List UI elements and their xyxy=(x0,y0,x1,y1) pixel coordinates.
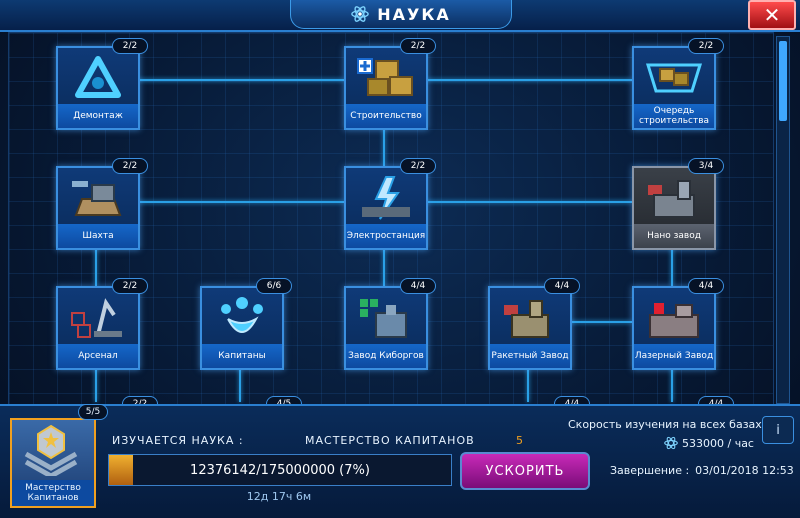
tech-node-dismantle[interactable]: Демонтаж 2/2 xyxy=(56,38,148,130)
connector-line xyxy=(424,201,632,203)
tech-node-arsenal[interactable]: Арсенал 2/2 xyxy=(56,278,148,370)
node-level-badge: 4/4 xyxy=(400,278,436,294)
title-bar: НАУКА ✕ xyxy=(0,0,800,32)
scroll-thumb[interactable] xyxy=(779,41,787,121)
science-name: МАСТЕРСТВО КАПИТАНОВ xyxy=(305,434,475,447)
info-button[interactable]: i xyxy=(762,416,794,444)
speed-label: Скорость изучения на всех базах xyxy=(568,418,762,431)
node-label: Строительство xyxy=(346,104,426,128)
page-title: НАУКА xyxy=(377,4,451,24)
node-label: Ракетный Завод xyxy=(490,344,570,368)
tech-node-build-queue[interactable]: Очередь строительства 2/2 xyxy=(632,38,724,130)
node-label: Капитаны xyxy=(202,344,282,368)
node-level-badge: 2/2 xyxy=(400,38,436,54)
current-science-icon[interactable]: Мастерство Капитанов xyxy=(10,418,96,508)
current-science-label: Мастерство Капитанов xyxy=(12,480,94,506)
connector-line xyxy=(136,79,344,81)
node-level-badge: 4/4 xyxy=(544,278,580,294)
captains-icon xyxy=(208,292,276,344)
info-icon: i xyxy=(776,422,780,438)
node-label: Арсенал xyxy=(58,344,138,368)
arsenal-icon xyxy=(64,292,132,344)
node-level-badge: 2/2 xyxy=(688,38,724,54)
node-level-badge: 2/2 xyxy=(112,278,148,294)
recycle-icon xyxy=(64,52,132,104)
connector-line xyxy=(671,246,673,286)
cyborg-factory-icon xyxy=(352,292,420,344)
node-label: Шахта xyxy=(58,224,138,248)
rank-chevron-icon xyxy=(24,424,78,479)
connector-line xyxy=(383,126,385,166)
speed-value-row: 533000 / час xyxy=(664,436,754,450)
research-progress-bar: 12376142/175000000 (7%) xyxy=(108,454,452,486)
title-plate: НАУКА xyxy=(290,0,512,29)
progress-fill xyxy=(109,455,133,485)
node-label: Нано завод xyxy=(634,224,714,248)
node-label: Электростанция xyxy=(346,224,426,248)
connector-line xyxy=(424,79,632,81)
nano-factory-icon xyxy=(640,172,708,224)
time-remaining: 12д 17ч 6м xyxy=(246,490,312,503)
node-label: Завод Киборгов xyxy=(346,344,426,368)
atom-icon xyxy=(351,6,369,22)
node-level-badge: 2/2 xyxy=(400,158,436,174)
laser-factory-icon xyxy=(640,292,708,344)
connector-line xyxy=(95,246,97,286)
node-level-badge: 2/2 xyxy=(112,158,148,174)
node-level-badge: 6/6 xyxy=(256,278,292,294)
progress-text: 12376142/175000000 (7%) xyxy=(190,462,370,478)
node-label: Лазерный Завод xyxy=(634,344,714,368)
node-level-badge: 2/2 xyxy=(112,38,148,54)
science-level: 5 xyxy=(516,434,523,447)
finish-label: Завершение : xyxy=(610,464,690,477)
tech-node-nano-factory[interactable]: Нано завод 3/4 xyxy=(632,158,724,250)
connector-line xyxy=(671,366,673,402)
tree-scrollbar[interactable] xyxy=(776,36,790,404)
connector-line xyxy=(239,366,241,402)
connector-line xyxy=(136,201,344,203)
tech-node-mine[interactable]: Шахта 2/2 xyxy=(56,158,148,250)
close-icon: ✕ xyxy=(763,3,781,27)
node-level-badge: 3/4 xyxy=(688,158,724,174)
node-level-badge: 4/4 xyxy=(688,278,724,294)
construction-crates-icon xyxy=(352,52,420,104)
speed-value: 533000 / час xyxy=(682,436,754,450)
build-queue-icon xyxy=(640,52,708,104)
mine-icon xyxy=(64,172,132,224)
finish-value: 03/01/2018 12:53 xyxy=(695,464,794,477)
connector-line xyxy=(95,366,97,402)
node-label: Очередь строительства xyxy=(634,104,714,128)
connector-line xyxy=(383,246,385,286)
research-panel: Мастерство Капитанов 5/5 ИЗУЧАЕТСЯ НАУКА… xyxy=(0,404,800,518)
current-level-badge: 5/5 xyxy=(78,404,108,420)
close-button[interactable]: ✕ xyxy=(748,0,796,30)
connector-line xyxy=(527,366,529,402)
rocket-factory-icon xyxy=(496,292,564,344)
tech-node-rocket-factory[interactable]: Ракетный Завод 4/4 xyxy=(488,278,580,370)
speedup-button[interactable]: УСКОРИТЬ xyxy=(460,452,590,490)
lightning-icon xyxy=(352,172,420,224)
studying-label: ИЗУЧАЕТСЯ НАУКА : xyxy=(112,434,244,447)
connector-line xyxy=(568,321,632,323)
tech-node-laser-factory[interactable]: Лазерный Завод 4/4 xyxy=(632,278,724,370)
science-icon xyxy=(664,436,678,450)
tech-node-power-plant[interactable]: Электростанция 2/2 xyxy=(344,158,436,250)
tech-node-captains[interactable]: Капитаны 6/6 xyxy=(200,278,292,370)
tech-node-construction[interactable]: Строительство 2/2 xyxy=(344,38,436,130)
finish-time: Завершение : 03/01/2018 12:53 xyxy=(610,464,794,477)
node-label: Демонтаж xyxy=(58,104,138,128)
tech-node-cyborg-factory[interactable]: Завод Киборгов 4/4 xyxy=(344,278,436,370)
